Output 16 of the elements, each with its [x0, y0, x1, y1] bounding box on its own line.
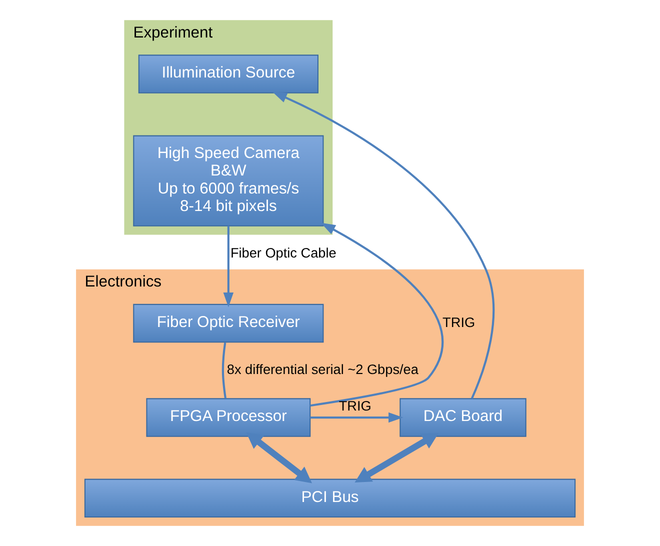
node-box: Illumination Source [138, 54, 318, 94]
node-box: Fiber Optic Receiver [133, 304, 324, 343]
arrow [223, 226, 234, 308]
node-box: PCI Bus [84, 478, 576, 518]
connector [222, 342, 226, 399]
arrow [354, 432, 439, 483]
edge-label: TRIG [442, 314, 476, 330]
edge-label: 8x differential serial ~2 Gbps/ea [226, 362, 418, 377]
arrow [272, 92, 495, 399]
arrow [310, 222, 444, 407]
edge-label: Fiber Optic Cable [230, 246, 336, 261]
edge-label: TRIG [338, 398, 372, 414]
arrow [310, 412, 404, 423]
node-box: High Speed Camera B&W Up to 6000 frames/s 8-14 bit pixels [133, 135, 324, 226]
node-box: DAC Board [400, 398, 526, 437]
node-box: FPGA Processor [146, 398, 311, 437]
